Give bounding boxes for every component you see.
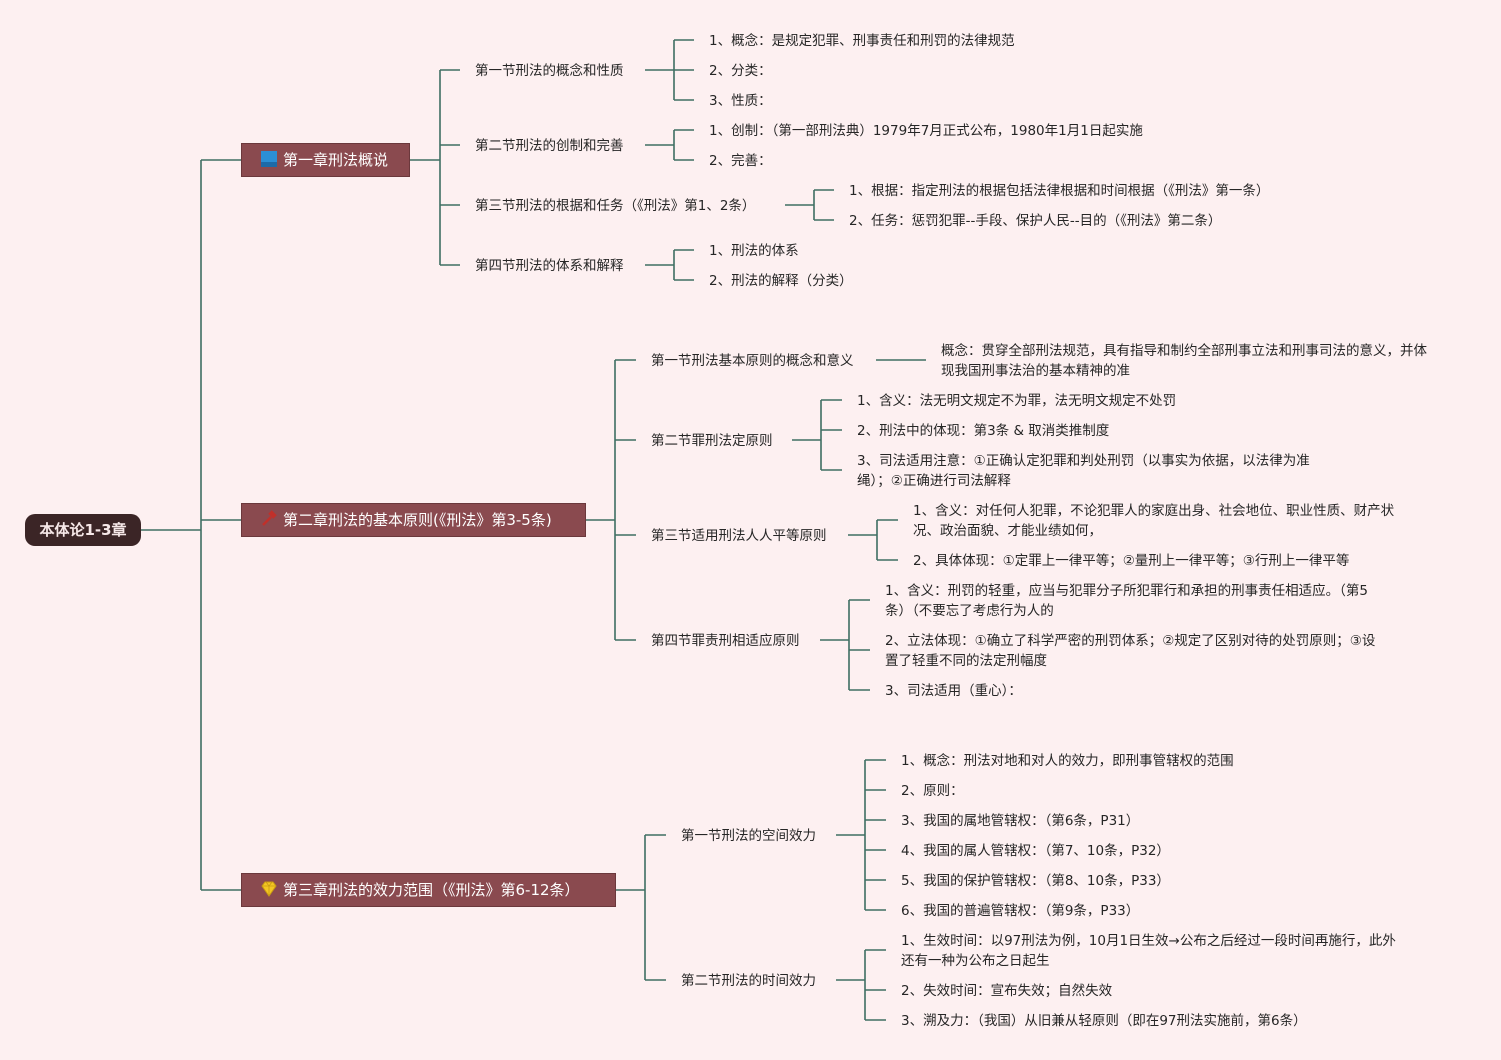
section-2-1[interactable]: 第一节刑法基本原则的概念和意义 <box>651 353 854 369</box>
item-3-2-3[interactable]: 3、溯及力：（我国）从旧兼从轻原则（即在97刑法实施前，第6条） <box>901 1013 1307 1029</box>
item-3-1-3[interactable]: 3、我国的属地管辖权：（第6条，P31） <box>901 813 1140 829</box>
section-1-3[interactable]: 第三节刑法的根据和任务（《刑法》第1、2条） <box>475 198 756 214</box>
item-1-4-1[interactable]: 1、刑法的体系 <box>709 243 799 259</box>
item-1-1-3[interactable]: 3、性质： <box>709 93 772 109</box>
chapter-2-label: 第二章刑法的基本原则(《刑法》第3-5条) <box>283 511 552 529</box>
chapter-1-node[interactable]: 第一章刑法概说 <box>241 143 410 177</box>
item-1-2-2[interactable]: 2、完善： <box>709 153 772 169</box>
chapter-3-label: 第三章刑法的效力范围（《刑法》第6-12条） <box>283 881 580 899</box>
section-1-2[interactable]: 第二节刑法的创制和完善 <box>475 138 624 154</box>
item-2-3-2[interactable]: 2、具体体现：①定罪上一律平等；②量刑上一律平等；③行刑上一律平等 <box>913 553 1350 569</box>
item-2-4-1[interactable]: 1、含义：刑罚的轻重，应当与犯罪分子所犯罪行和承担的刑事责任相适应。（第5条）（… <box>885 583 1368 619</box>
item-1-3-2[interactable]: 2、任务：惩罚犯罪--手段、保护人民--目的（《刑法》第二条） <box>849 213 1222 229</box>
item-2-1-1[interactable]: 概念：贯穿全部刑法规范，具有指导和制约全部刑事立法和刑事司法的意义，并体现我国刑… <box>941 343 1427 379</box>
item-1-1-1[interactable]: 1、概念：是规定犯罪、刑事责任和刑罚的法律规范 <box>709 33 1015 49</box>
item-1-1-2[interactable]: 2、分类： <box>709 63 772 79</box>
section-3-1[interactable]: 第一节刑法的空间效力 <box>681 828 816 844</box>
section-2-4[interactable]: 第四节罪责刑相适应原则 <box>651 633 800 649</box>
root-node[interactable]: 本体论1-3章 <box>25 514 141 546</box>
item-1-4-2[interactable]: 2、刑法的解释（分类） <box>709 273 853 289</box>
hammer-icon <box>262 510 277 526</box>
item-3-1-5[interactable]: 5、我国的保护管辖权：（第8、10条，P33） <box>901 873 1170 889</box>
section-1-4[interactable]: 第四节刑法的体系和解释 <box>475 258 624 274</box>
item-3-2-1[interactable]: 1、生效时间：以97刑法为例，10月1日生效→公布之后经过一段时间再施行，此外还… <box>901 933 1396 969</box>
section-2-2[interactable]: 第二节罪刑法定原则 <box>651 433 773 449</box>
item-3-2-2[interactable]: 2、失效时间：宣布失效；自然失效 <box>901 983 1113 999</box>
chapter-3-node[interactable]: 第三章刑法的效力范围（《刑法》第6-12条） <box>241 873 616 907</box>
section-2-3[interactable]: 第三节适用刑法人人平等原则 <box>651 528 827 544</box>
item-2-3-1[interactable]: 1、含义：对任何人犯罪，不论犯罪人的家庭出身、社会地位、职业性质、财产状况、政治… <box>913 503 1395 539</box>
diamond-icon <box>261 881 277 897</box>
section-1-1[interactable]: 第一节刑法的概念和性质 <box>475 63 624 79</box>
item-1-3-1[interactable]: 1、根据：指定刑法的根据包括法律根据和时间根据（《刑法》第一条） <box>849 183 1270 199</box>
item-3-1-4[interactable]: 4、我国的属人管辖权：（第7、10条，P32） <box>901 843 1170 859</box>
item-3-1-2[interactable]: 2、原则： <box>901 783 964 799</box>
chapter-1-label: 第一章刑法概说 <box>283 151 389 169</box>
book-icon <box>261 151 277 167</box>
item-1-2-1[interactable]: 1、创制：（第一部刑法典）1979年7月正式公布，1980年1月1日起实施 <box>709 123 1143 139</box>
item-2-4-2[interactable]: 2、立法体现：①确立了科学严密的刑罚体系；②规定了区别对待的处罚原则；③设置了轻… <box>885 633 1376 669</box>
item-3-1-6[interactable]: 6、我国的普遍管辖权：（第9条，P33） <box>901 903 1140 919</box>
item-2-2-1[interactable]: 1、含义：法无明文规定不为罪，法无明文规定不处罚 <box>857 393 1177 409</box>
chapter-2-node[interactable]: 第二章刑法的基本原则(《刑法》第3-5条) <box>241 503 586 537</box>
item-3-1-1[interactable]: 1、概念：刑法对地和对人的效力，即刑事管辖权的范围 <box>901 753 1234 769</box>
item-2-2-3[interactable]: 3、司法适用注意：①正确认定犯罪和判处刑罚（以事实为依据，以法律为准绳）；②正确… <box>857 453 1310 489</box>
section-3-2[interactable]: 第二节刑法的时间效力 <box>681 973 816 989</box>
item-2-2-2[interactable]: 2、刑法中的体现：第3条 & 取消类推制度 <box>857 423 1110 439</box>
item-2-4-3[interactable]: 3、司法适用（重心）： <box>885 683 1022 699</box>
